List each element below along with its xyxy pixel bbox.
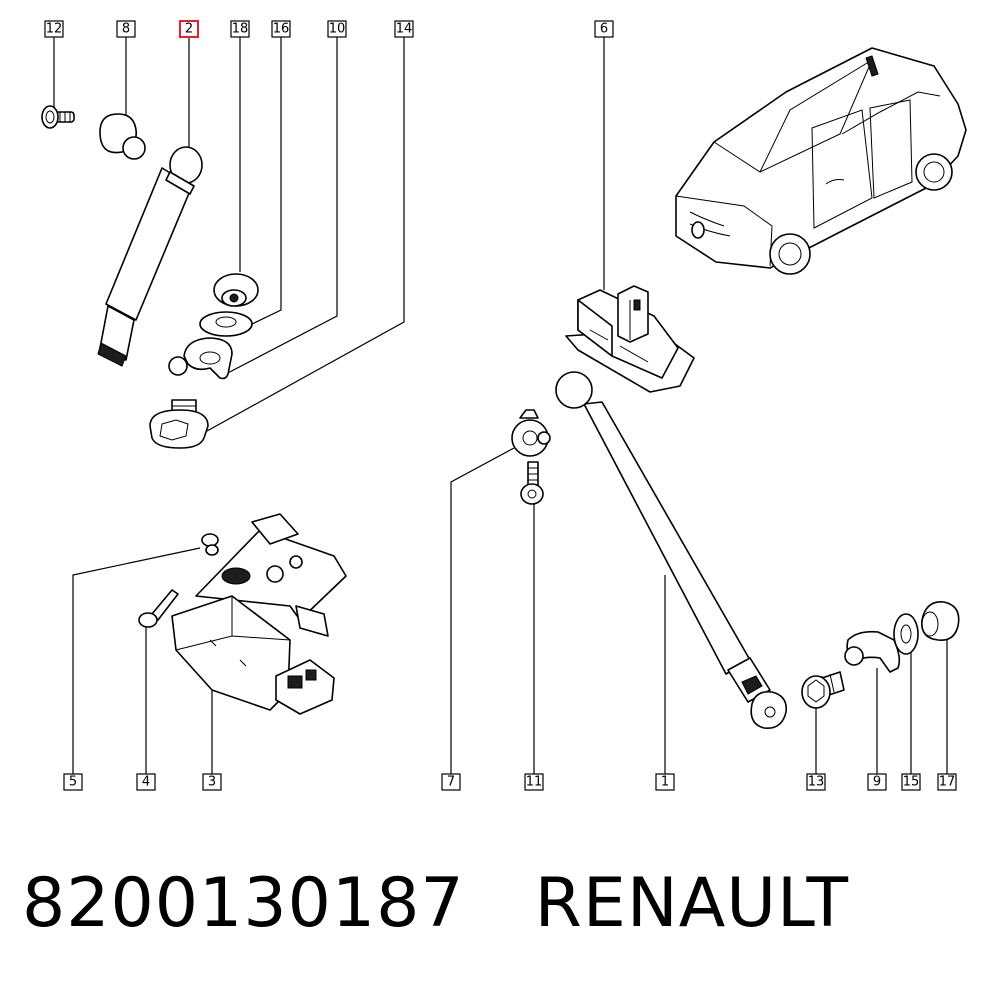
part-6-switch bbox=[565, 285, 695, 393]
callout-7: 7 bbox=[441, 773, 461, 791]
callout-9: 9 bbox=[867, 773, 887, 791]
svg-text:17: 17 bbox=[939, 775, 956, 790]
svg-text:10: 10 bbox=[329, 22, 346, 37]
callout-10: 10 bbox=[327, 20, 347, 38]
callout-16: 16 bbox=[271, 20, 291, 38]
callout-18: 18 bbox=[230, 20, 250, 38]
footer-caption: 8200130187 RENAULT bbox=[22, 858, 982, 948]
part-8-ball-stud bbox=[99, 113, 146, 160]
svg-text:3: 3 bbox=[208, 775, 216, 790]
svg-text:16: 16 bbox=[273, 22, 290, 37]
callout-6: 6 bbox=[594, 20, 614, 38]
callout-2: 2 bbox=[179, 20, 199, 38]
callout-5: 5 bbox=[63, 773, 83, 791]
part-7-nut bbox=[511, 409, 551, 457]
part-4-bolt bbox=[138, 589, 179, 628]
callout-15: 15 bbox=[901, 773, 921, 791]
callout-8: 8 bbox=[116, 20, 136, 38]
svg-text:7: 7 bbox=[447, 775, 455, 790]
part-number: 8200130187 bbox=[22, 863, 465, 943]
svg-text:15: 15 bbox=[903, 775, 920, 790]
leader-lines bbox=[53, 37, 948, 774]
part-9-bracket bbox=[844, 630, 901, 673]
part-11-screw bbox=[520, 461, 544, 505]
svg-text:11: 11 bbox=[526, 775, 543, 790]
callout-14: 14 bbox=[394, 20, 414, 38]
part-1-gas-strut bbox=[555, 371, 788, 729]
svg-text:6: 6 bbox=[600, 22, 608, 37]
car-illustration bbox=[675, 47, 967, 275]
part-14-stud-bolt bbox=[149, 399, 209, 449]
callout-1: 1 bbox=[655, 773, 675, 791]
callout-13: 13 bbox=[806, 773, 826, 791]
part-17-bush bbox=[921, 601, 960, 642]
part-15-washer bbox=[893, 613, 919, 655]
svg-text:2: 2 bbox=[185, 22, 193, 37]
svg-text:4: 4 bbox=[142, 775, 150, 790]
callout-3: 3 bbox=[202, 773, 222, 791]
callout-12: 12 bbox=[44, 20, 64, 38]
brand-name: RENAULT bbox=[534, 863, 850, 943]
svg-text:5: 5 bbox=[69, 775, 77, 790]
svg-text:18: 18 bbox=[232, 22, 249, 37]
svg-text:12: 12 bbox=[46, 22, 63, 37]
callout-17: 17 bbox=[937, 773, 957, 791]
part-5-washer bbox=[201, 533, 219, 556]
part-12-bolt bbox=[41, 105, 75, 129]
callout-11: 11 bbox=[524, 773, 544, 791]
svg-text:9: 9 bbox=[873, 775, 881, 790]
part-2-gas-strut bbox=[97, 146, 203, 367]
svg-text:1: 1 bbox=[661, 775, 669, 790]
callout-4: 4 bbox=[136, 773, 156, 791]
part-18-bush bbox=[213, 273, 259, 307]
svg-text:8: 8 bbox=[122, 22, 130, 37]
part-13-stud-bolt bbox=[801, 671, 845, 709]
part-16-washer bbox=[199, 311, 253, 337]
svg-text:14: 14 bbox=[396, 22, 413, 37]
part-3-lock-motor bbox=[171, 513, 347, 715]
part-10-bracket bbox=[168, 337, 233, 380]
svg-text:13: 13 bbox=[808, 775, 825, 790]
